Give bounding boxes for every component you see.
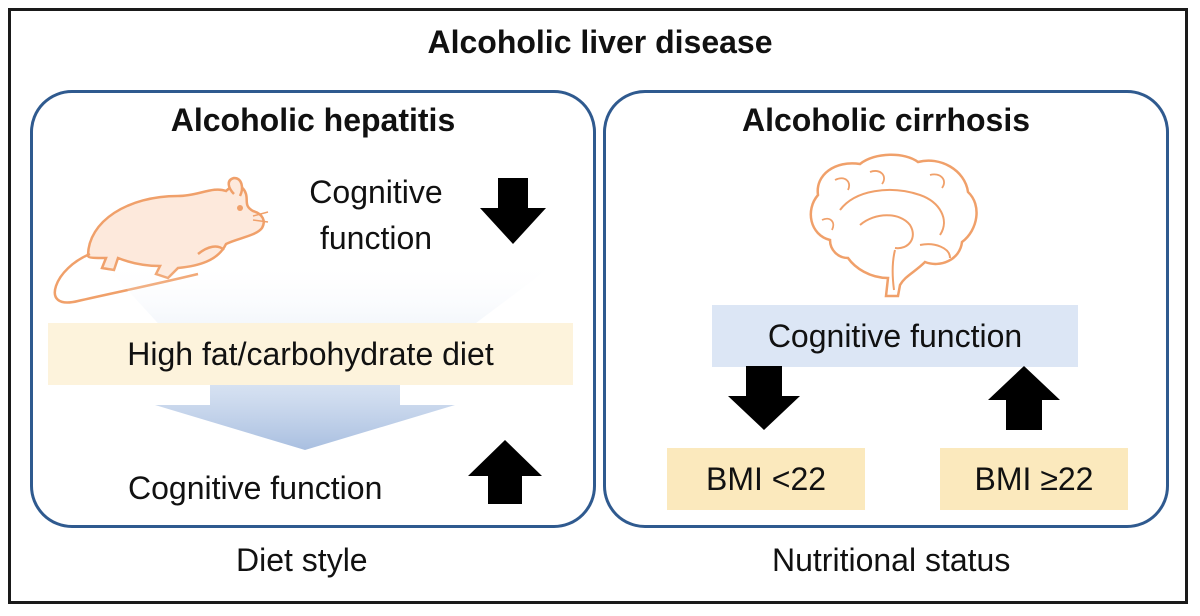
cirrhosis-panel-title: Alcoholic cirrhosis [741, 102, 1031, 138]
high-fat-carb-diet-box: High fat/carbohydrate diet [48, 323, 573, 385]
cognitive-function-bottom: Cognitive function [128, 470, 383, 506]
nutritional-status-caption: Nutritional status [772, 542, 1011, 578]
cognitive-function-top-line2: function [319, 220, 433, 256]
hepatitis-panel [30, 90, 596, 528]
cognitive-function-top-line1: Cognitive [309, 174, 443, 210]
bmi-low-box: BMI <22 [667, 448, 865, 510]
bmi-high-box: BMI ≥22 [940, 448, 1128, 510]
hepatitis-panel-title: Alcoholic hepatitis [170, 102, 456, 138]
figure-title: Alcoholic liver disease [427, 24, 773, 60]
diet-style-caption: Diet style [236, 542, 368, 578]
brain-icon [809, 153, 978, 298]
cognitive-function-box: Cognitive function [712, 305, 1078, 367]
arrow-up-icon [468, 440, 542, 504]
arrow-up-icon [988, 366, 1060, 430]
figure-frame [8, 8, 1188, 604]
arrow-down-icon [480, 178, 546, 244]
arrow-down-icon [728, 366, 800, 430]
cirrhosis-panel [603, 90, 1169, 528]
